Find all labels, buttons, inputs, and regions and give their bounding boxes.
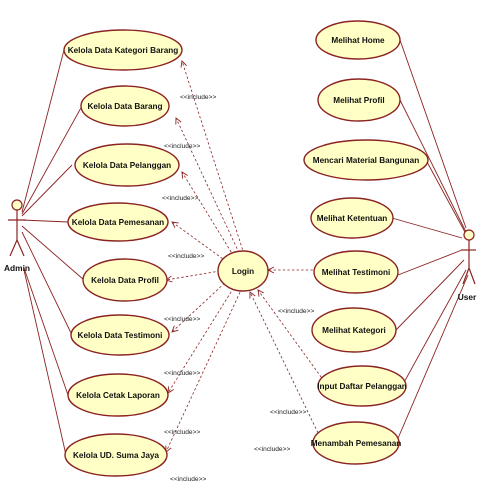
- include-label: <<include>>: [164, 370, 200, 377]
- include-label: <<include>>: [162, 195, 198, 202]
- use-case-label: Input Daftar Pelanggan: [317, 382, 407, 391]
- use-case-label: Mencari Material Bangunan: [313, 156, 419, 165]
- use-case-kelola-data-pelanggan[interactable]: Kelola Data Pelanggan: [74, 143, 180, 187]
- stick-figure-icon: [8, 199, 26, 257]
- use-case-label: Kelola Data Pelanggan: [83, 161, 171, 170]
- use-case-label: Kelola UD. Suma Jaya: [73, 451, 159, 460]
- use-case-kelola-data-pemesanan[interactable]: Kelola Data Pemesanan: [67, 202, 169, 242]
- user-actor[interactable]: User: [458, 229, 477, 302]
- use-case-label: Kelola Data Testimoni: [78, 331, 163, 340]
- user-use-cases: Melihat Home Melihat Profil Mencari Mate…: [303, 20, 429, 465]
- include-label: <<include>>: [270, 409, 306, 416]
- use-case-label: Melihat Home: [331, 36, 385, 45]
- admin-actor[interactable]: Admin: [4, 199, 30, 273]
- use-case-label: Melihat Testimoni: [322, 268, 391, 277]
- user-associations: [391, 39, 469, 444]
- use-case-login[interactable]: Login: [217, 250, 269, 292]
- use-case-input-daftar-pelanggan[interactable]: Input Daftar Pelanggan: [317, 365, 407, 407]
- use-case-label: Kelola Data Barang: [87, 102, 162, 111]
- include-label: <<include>>: [164, 143, 200, 150]
- admin-label: Admin: [4, 263, 30, 273]
- include-relations: [166, 61, 325, 452]
- use-case-label: Kelola Data Kategori Barang: [68, 46, 179, 55]
- use-case-label: Melihat Ketentuan: [317, 214, 388, 223]
- use-case-kelola-cetak-laporan[interactable]: Kelola Cetak Laporan: [67, 373, 169, 417]
- include-label: <<include>>: [164, 316, 200, 323]
- use-case-melihat-home[interactable]: Melihat Home: [315, 20, 401, 60]
- include-labels: <<include>> <<include>> <<include>> <<in…: [162, 94, 314, 483]
- use-case-kelola-data-profil[interactable]: Kelola Data Profil: [82, 258, 168, 302]
- use-case-melihat-kategori[interactable]: Melihat Kategori: [311, 307, 397, 353]
- use-case-menambah-pemesanan[interactable]: Menambah Pemesanan: [311, 421, 402, 465]
- use-case-label: Melihat Profil: [333, 96, 384, 105]
- admin-use-cases: Kelola Data Kategori Barang Kelola Data …: [63, 29, 183, 477]
- stick-figure-icon: [461, 229, 476, 285]
- use-case-label: Kelola Data Pemesanan: [72, 218, 164, 227]
- include-label: <<include>>: [170, 476, 206, 483]
- use-case-label: Kelola Cetak Laporan: [76, 391, 160, 400]
- use-case-kelola-data-kategori-barang[interactable]: Kelola Data Kategori Barang: [63, 29, 183, 71]
- use-case-kelola-data-testimoni[interactable]: Kelola Data Testimoni: [70, 314, 170, 356]
- include-label: <<include>>: [180, 94, 216, 101]
- use-case-melihat-ketentuan[interactable]: Melihat Ketentuan: [310, 197, 394, 239]
- use-case-mencari-material-bangunan[interactable]: Mencari Material Bangunan: [303, 139, 429, 181]
- user-label: User: [458, 292, 477, 302]
- include-label: <<include>>: [168, 253, 204, 260]
- use-case-label: Kelola Data Profil: [91, 276, 159, 285]
- use-case-kelola-data-barang[interactable]: Kelola Data Barang: [80, 85, 170, 127]
- include-label: <<include>>: [278, 308, 314, 315]
- include-label: <<include>>: [254, 446, 290, 453]
- login-label: Login: [232, 267, 254, 276]
- use-case-label: Menambah Pemesanan: [311, 439, 402, 448]
- use-case-melihat-profil[interactable]: Melihat Profil: [317, 78, 401, 122]
- use-case-label: Melihat Kategori: [322, 326, 386, 335]
- admin-associations: [21, 49, 85, 456]
- use-case-melihat-testimoni[interactable]: Melihat Testimoni: [313, 250, 399, 294]
- include-label: <<include>>: [164, 429, 200, 436]
- use-case-kelola-ud-suma-jaya[interactable]: Kelola UD. Suma Jaya: [64, 433, 168, 477]
